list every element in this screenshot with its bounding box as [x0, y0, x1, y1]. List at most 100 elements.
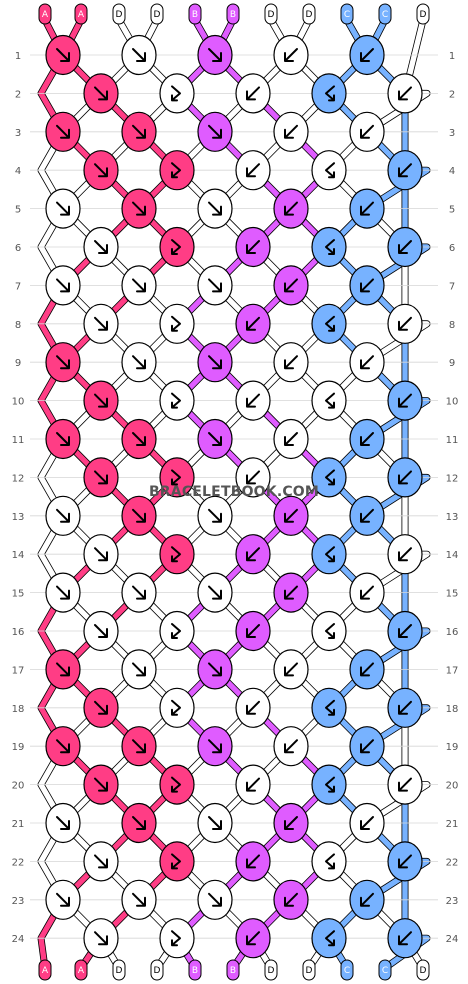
- svg-text:D: D: [116, 966, 123, 976]
- arrow-down-left-icon: [360, 508, 374, 523]
- knot: [45, 265, 81, 306]
- arrow-down-left-icon: [284, 124, 298, 139]
- arrow-hook-icon: [325, 546, 335, 563]
- row-number-right: 2: [449, 89, 455, 100]
- arrow-down-right-icon: [56, 201, 70, 216]
- knot: [197, 342, 233, 383]
- knot: [235, 534, 271, 575]
- svg-text:D: D: [306, 10, 313, 20]
- knot: [387, 841, 423, 882]
- row-number-right: 22: [446, 857, 459, 868]
- knot: [273, 726, 309, 767]
- row-number-right: 5: [449, 205, 455, 216]
- knot: [273, 879, 309, 920]
- svg-text:B: B: [192, 10, 198, 20]
- arrow-down-left-icon: [398, 547, 412, 562]
- row-number-left: 2: [15, 89, 21, 100]
- arrow-down-left-icon: [398, 931, 412, 946]
- row-number-right: 8: [449, 320, 455, 331]
- knot: [273, 649, 309, 690]
- row-number-left: 19: [12, 742, 25, 753]
- svg-text:D: D: [268, 10, 275, 20]
- arrow-down-right-icon: [132, 508, 146, 523]
- strand-label: C: [340, 3, 354, 25]
- knot: [197, 495, 233, 536]
- knot: [349, 265, 385, 306]
- knot: [235, 918, 271, 959]
- row-number-left: 3: [15, 128, 21, 139]
- svg-text:A: A: [78, 966, 85, 976]
- row-number-left: 5: [15, 205, 21, 216]
- knot: [273, 418, 309, 460]
- knot: [235, 303, 271, 344]
- arrow-down-left-icon: [246, 470, 260, 485]
- knot: [121, 572, 157, 613]
- row-number-left: 23: [12, 896, 25, 907]
- knot: [121, 418, 157, 460]
- row-number-left: 6: [15, 243, 21, 254]
- arrow-hook-icon: [325, 623, 335, 639]
- arrow-down-left-icon: [284, 662, 298, 677]
- arrow-hook-icon: [325, 776, 335, 793]
- row-number-left: 8: [15, 320, 21, 331]
- row-number-left: 20: [12, 781, 25, 792]
- arrow-down-right-icon: [56, 278, 70, 293]
- arrow-down-left-icon: [398, 316, 412, 331]
- knot: [45, 802, 81, 844]
- knot: [121, 188, 157, 229]
- knot: [121, 802, 157, 844]
- arrow-down-right-icon: [56, 48, 70, 62]
- arrow-down-right-icon: [94, 316, 108, 331]
- knot: [311, 841, 347, 882]
- knot: [83, 303, 119, 344]
- arrow-down-left-icon: [360, 432, 374, 446]
- row-number-left: 16: [12, 627, 25, 638]
- row-number-right: 10: [446, 397, 459, 408]
- arrow-down-right-icon: [132, 201, 146, 216]
- arrow-down-left-icon: [398, 854, 412, 869]
- knot: [159, 457, 195, 498]
- strand-label: D: [112, 3, 126, 25]
- arrow-down-right-icon: [94, 700, 108, 715]
- arrow-hook-icon: [325, 853, 335, 870]
- arrow-hook-icon: [325, 469, 335, 486]
- knot: [83, 918, 119, 959]
- arrow-down-right-icon: [132, 124, 146, 139]
- arrow-down-left-icon: [284, 508, 298, 523]
- arrow-down-right-icon: [208, 739, 222, 754]
- row-number-left: 4: [15, 166, 21, 177]
- strand-label: C: [340, 959, 354, 981]
- strand-label: B: [188, 3, 202, 25]
- knot: [311, 226, 347, 268]
- arrow-down-left-icon: [246, 547, 260, 562]
- arrow-down-left-icon: [360, 816, 374, 830]
- knot: [45, 188, 81, 229]
- arrow-down-left-icon: [246, 163, 260, 178]
- knot: [159, 226, 195, 268]
- knot: [273, 265, 309, 306]
- strand-label: A: [38, 3, 52, 25]
- strand-label: D: [416, 959, 430, 981]
- arrow-down-left-icon: [360, 739, 374, 754]
- arrow-down-right-icon: [208, 662, 222, 677]
- arrow-down-right-icon: [56, 432, 70, 446]
- arrow-down-left-icon: [398, 86, 412, 101]
- strand-label: A: [74, 959, 88, 981]
- strand-label: B: [226, 959, 240, 981]
- arrow-down-right-icon: [56, 816, 70, 830]
- knot: [45, 111, 81, 152]
- knot: [159, 380, 195, 421]
- knot: [159, 534, 195, 575]
- row-number-right: 3: [449, 128, 455, 139]
- svg-text:C: C: [382, 10, 388, 20]
- arrow-down-right-icon: [94, 163, 108, 178]
- knot: [235, 380, 271, 421]
- arrow-hook-icon: [171, 699, 181, 716]
- knot: [121, 879, 157, 920]
- watermark: BRACELETBOOK.COM: [149, 484, 319, 500]
- knot: [121, 111, 157, 152]
- arrow-down-left-icon: [284, 355, 298, 370]
- knot: [45, 34, 81, 76]
- knot: [387, 150, 423, 191]
